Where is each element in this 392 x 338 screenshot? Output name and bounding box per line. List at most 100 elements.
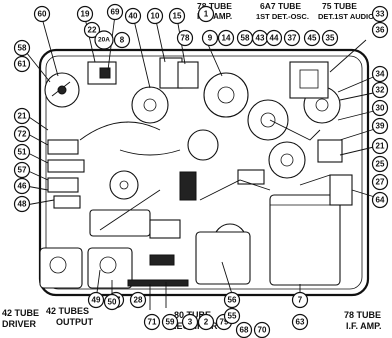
callout-44: 44 <box>265 29 283 47</box>
callout-ring <box>129 291 147 309</box>
callout-number: 50 <box>108 298 117 307</box>
callout-72: 72 <box>13 125 31 143</box>
callout-number: 43 <box>256 34 265 43</box>
callout-20A: 20A <box>94 30 114 50</box>
callout-55: 55 <box>223 307 241 325</box>
callout-number: 1 <box>204 10 209 19</box>
callout-49: 49 <box>87 291 105 309</box>
callout-ring <box>371 5 389 23</box>
callout-61: 61 <box>13 55 31 73</box>
callout-ring <box>76 5 94 23</box>
callout-number: 69 <box>111 8 120 17</box>
callout-21: 21 <box>371 137 389 155</box>
callout-number: 22 <box>88 26 97 35</box>
callout-39: 39 <box>371 117 389 135</box>
tube-socket-if <box>268 141 306 179</box>
callout-40: 40 <box>124 7 142 25</box>
lower-components <box>39 194 341 289</box>
callout-ring <box>217 29 235 47</box>
callout-ring <box>13 177 31 195</box>
callout-58: 58 <box>236 29 254 47</box>
callout-ring <box>201 29 219 47</box>
callout-number: 58 <box>241 34 250 43</box>
callout-number: 30 <box>376 104 385 113</box>
callout-number: 9 <box>208 34 213 43</box>
callout-48: 48 <box>13 195 31 213</box>
callout-59: 59 <box>161 313 179 331</box>
callout-3: 3 <box>181 313 199 331</box>
callout-number: 19 <box>81 10 90 19</box>
callout-ring <box>176 29 194 47</box>
callout-number: 57 <box>18 166 27 175</box>
callout-number: 36 <box>376 26 385 35</box>
callout-ring <box>124 7 142 25</box>
callout-number: 10 <box>151 12 160 21</box>
callout-ring <box>143 313 161 331</box>
callout-number: 70 <box>258 326 267 335</box>
callout-number: 20A <box>98 37 110 44</box>
callout-number: 25 <box>376 160 385 169</box>
callout-number: 71 <box>148 318 157 327</box>
det-audio-label: 75 TUBE <box>322 1 357 11</box>
if-amp-label: 78 TUBE <box>344 310 381 320</box>
callout-2: 2 <box>197 313 215 331</box>
callout-71: 71 <box>143 313 161 331</box>
callout-ring <box>197 313 215 331</box>
callout-ring <box>265 29 283 47</box>
callout-number: 32 <box>376 86 385 95</box>
callout-35: 35 <box>321 29 339 47</box>
callout-25: 25 <box>371 155 389 173</box>
callout-ring <box>13 107 31 125</box>
callout-ring <box>303 29 321 47</box>
callout-number: 55 <box>228 312 237 321</box>
output-label: 42 TUBES <box>46 306 89 316</box>
det-audio-sublabel: DET.1ST AUDIO <box>318 12 374 21</box>
callout-number: 28 <box>134 296 143 305</box>
callout-ring <box>371 65 389 83</box>
callout-ring <box>371 173 389 191</box>
callout-number: 39 <box>376 122 385 131</box>
rf-amp-label: 78 TUBE <box>197 1 232 11</box>
callout-number: 2 <box>204 318 209 327</box>
callout-number: 21 <box>18 112 27 121</box>
callout-number: 33 <box>376 10 385 19</box>
callout-number: 3 <box>188 318 193 327</box>
callout-number: 68 <box>240 326 249 335</box>
callout-number: 37 <box>288 34 297 43</box>
tube-socket-left <box>109 170 139 200</box>
callout-number: 56 <box>228 296 237 305</box>
callout-9: 9 <box>201 29 219 47</box>
callout-37: 37 <box>283 29 301 47</box>
callout-number: 44 <box>270 34 279 43</box>
callout-ring <box>13 55 31 73</box>
tube-socket-mid <box>187 129 219 161</box>
callout-10: 10 <box>146 7 164 25</box>
callout-56: 56 <box>223 291 241 309</box>
tube-socket-center <box>131 86 169 124</box>
callout-ring <box>371 155 389 173</box>
callout-ring <box>283 29 301 47</box>
callout-number: 59 <box>166 318 175 327</box>
callout-46: 46 <box>13 177 31 195</box>
callout-21: 21 <box>13 107 31 125</box>
callout-ring <box>371 99 389 117</box>
callout-ring <box>106 3 124 21</box>
callout-43: 43 <box>251 29 269 47</box>
callout-number: 21 <box>376 142 385 151</box>
callout-number: 8 <box>120 36 125 45</box>
small-components <box>47 57 353 287</box>
callout-ring <box>13 195 31 213</box>
callout-63: 63 <box>291 313 309 331</box>
callout-number: 51 <box>18 148 27 157</box>
rf-amp-sublabel: R.F. AMP. <box>197 12 232 21</box>
callout-14: 14 <box>217 29 235 47</box>
callout-number: 64 <box>376 196 385 205</box>
callout-15: 15 <box>168 7 186 25</box>
callout-number: 7 <box>298 296 303 305</box>
callout-ring <box>13 161 31 179</box>
callout-27: 27 <box>371 173 389 191</box>
callout-ring <box>371 117 389 135</box>
callout-32: 32 <box>371 81 389 99</box>
